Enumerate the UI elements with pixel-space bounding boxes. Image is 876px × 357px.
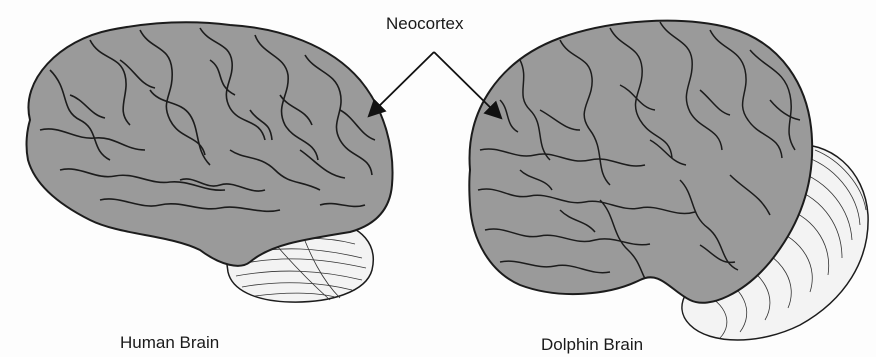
arrow-to-dolphin-cortex (434, 52, 500, 117)
human-brain-label: Human Brain (120, 333, 219, 353)
human-cortex (27, 22, 393, 266)
dolphin-brain-label: Dolphin Brain (541, 335, 643, 355)
neocortex-label: Neocortex (386, 14, 463, 34)
arrow-to-human-cortex (370, 52, 434, 115)
dolphin-cortex (469, 21, 812, 303)
